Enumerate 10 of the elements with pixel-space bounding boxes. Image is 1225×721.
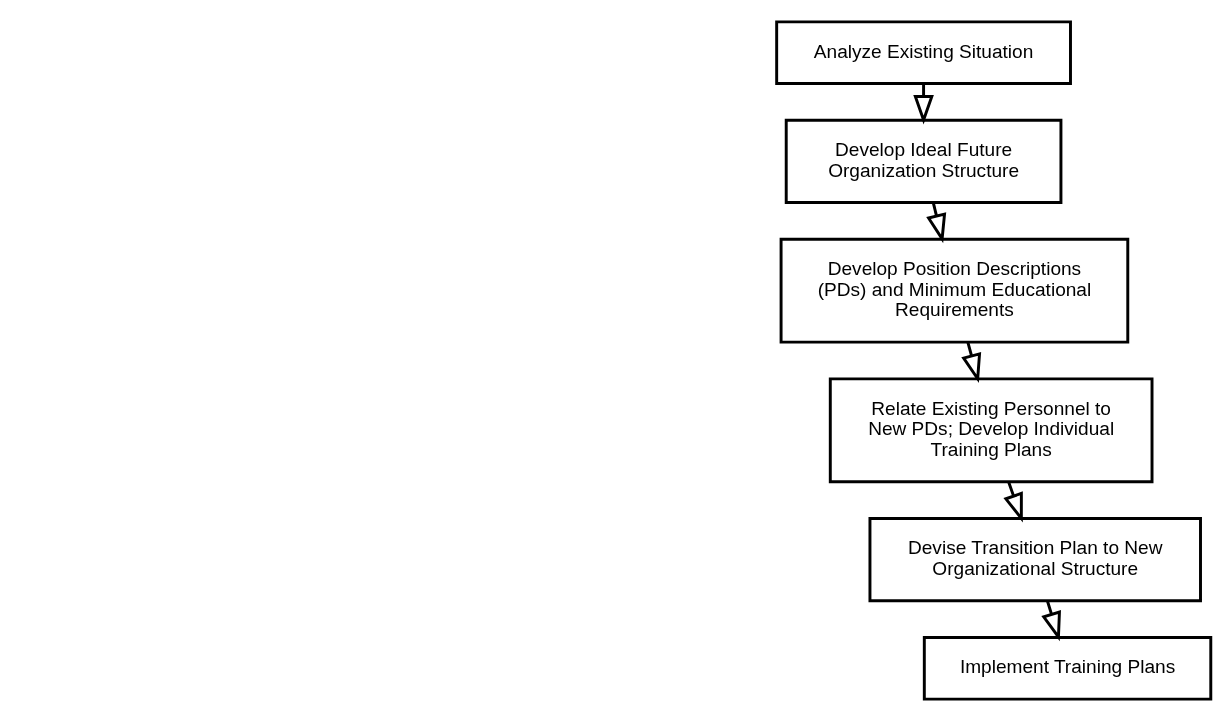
arrow: [1041, 600, 1061, 642]
node-box: Analyze Existing Situation: [775, 20, 1072, 86]
node-box: Develop Ideal Future Organization Structure: [784, 118, 1063, 205]
arrow: [961, 341, 982, 383]
arrow: [1003, 481, 1023, 523]
node-box: Relate Existing Personnel to New PDs; Develop Individual Training Plans: [828, 377, 1154, 484]
node-box: Implement Training Plans: [922, 635, 1213, 701]
node-box: Develop Position Descriptions (PDs) and Minimum Educational Requirements: [779, 237, 1130, 344]
node-box: Devise Transition Plan to New Organizational Structure: [868, 516, 1202, 603]
arrow: [926, 202, 947, 244]
